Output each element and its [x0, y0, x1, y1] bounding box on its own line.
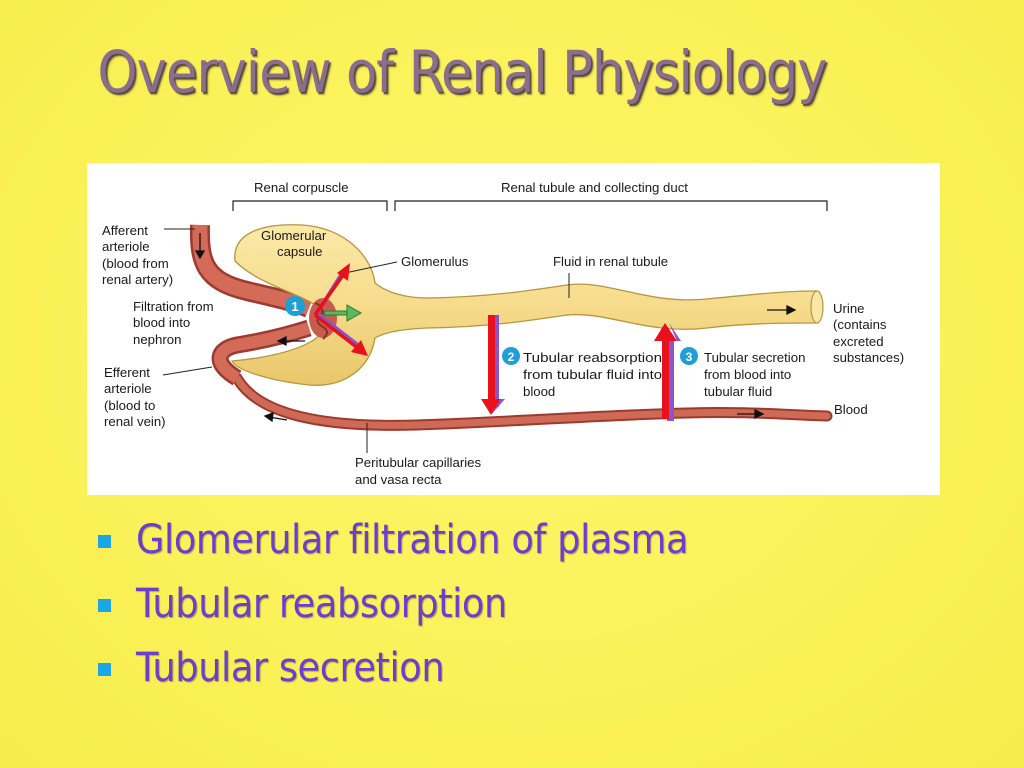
slide-title: Overview of Renal Physiology [97, 38, 827, 106]
label-reabsorption-2: from tubular fluid into [523, 367, 662, 382]
label-blood: Blood [834, 402, 868, 417]
label-renal-tubule: Renal tubule and collecting duct [501, 180, 688, 195]
label-capsule-1: Glomerular [261, 228, 327, 243]
label-reabsorption-3: blood [523, 384, 555, 399]
bullet-text: Glomerular filtration of plasma [136, 517, 689, 563]
label-efferent-1: Efferent [104, 365, 150, 380]
label-capsule-2: capsule [277, 244, 322, 259]
label-afferent-3: (blood from [102, 256, 169, 271]
step-3-number: 3 [686, 350, 693, 364]
label-peritubular-2: and vasa recta [355, 472, 442, 487]
tubule-end [810, 290, 824, 324]
bracket-corpuscle [232, 200, 388, 211]
bullet-square-icon [98, 535, 111, 548]
secretion-arrow [654, 323, 681, 421]
pointer-lines [162, 228, 570, 453]
label-urine-4: substances) [833, 350, 904, 365]
label-secretion-3: tubular fluid [704, 384, 772, 399]
bullet-text: Tubular secretion [136, 645, 445, 691]
bullet-text: Tubular reabsorption [136, 581, 507, 627]
flow-arrows [194, 233, 797, 423]
label-peritubular-1: Peritubular capillaries [355, 455, 481, 470]
label-glomerulus: Glomerulus [401, 254, 469, 269]
label-urine-1: Urine [833, 301, 865, 316]
label-secretion-1: Tubular secretion [704, 350, 805, 365]
step-badge-3: 3 [680, 347, 698, 365]
glomerular-capsule [230, 224, 818, 386]
filtration-arrows [313, 263, 368, 356]
label-afferent-4: renal artery) [102, 272, 173, 287]
label-filtration-2: blood into [133, 315, 190, 330]
label-filtration-3: nephron [133, 332, 181, 347]
label-fluid-tubule: Fluid in renal tubule [553, 254, 668, 269]
label-efferent-3: (blood to [104, 398, 155, 413]
label-reabsorption-1: Tubular reabsorption [523, 350, 662, 365]
label-urine-2: (contains [833, 317, 887, 332]
step-badge-2: 2 [502, 347, 520, 365]
bullet-square-icon [98, 663, 111, 676]
renal-physiology-diagram: 1 2 3 Renal corpuscle Renal tubule and c… [87, 163, 940, 495]
label-efferent-4: renal vein) [104, 414, 166, 429]
bracket-tubule [394, 200, 828, 211]
label-afferent-2: arteriole [102, 239, 150, 254]
label-efferent-2: arteriole [104, 381, 152, 396]
label-urine-3: excreted [833, 334, 884, 349]
step-2-number: 2 [508, 350, 515, 364]
step-badge-1: 1 [285, 296, 305, 316]
label-filtration-1: Filtration from [133, 299, 214, 314]
diagram-canvas: 1 2 3 Renal corpuscle Renal tubule and c… [102, 180, 904, 487]
label-afferent-1: Afferent [102, 223, 148, 238]
bullet-square-icon [98, 599, 111, 612]
reabsorption-arrow [481, 315, 505, 415]
label-secretion-2: from blood into [704, 367, 791, 382]
step-1-number: 1 [291, 299, 298, 314]
label-renal-corpuscle: Renal corpuscle [254, 180, 349, 195]
